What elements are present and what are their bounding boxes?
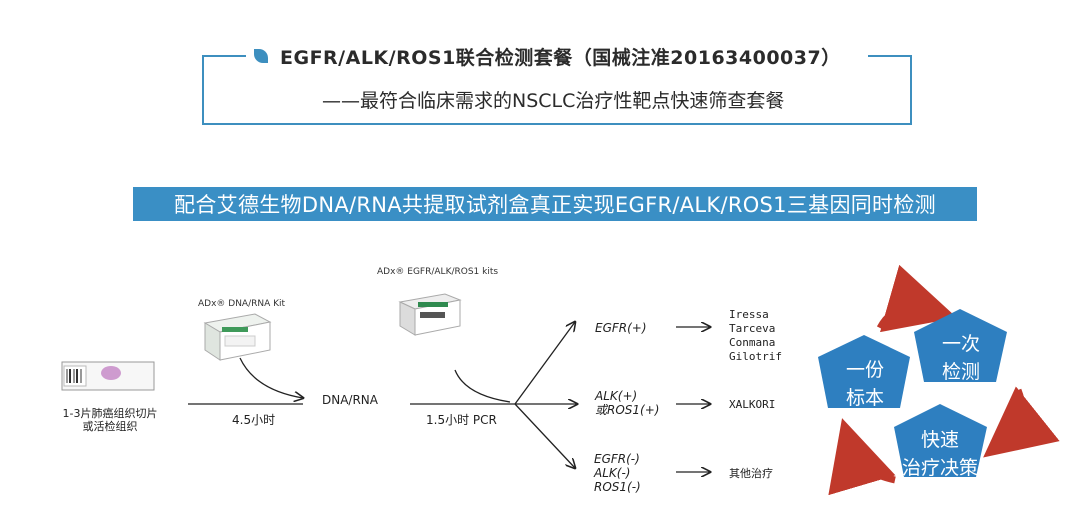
result-alk-neg: ALK(-) — [594, 466, 631, 480]
result-alk-pos: ALK(+) — [595, 389, 638, 403]
pentagon-sample-text: 一份 标本 — [830, 356, 900, 412]
tissue-slide-icon — [61, 361, 155, 391]
cycle-arrow-bottom — [828, 418, 896, 496]
result-ros1-pos: 或ROS1(+) — [595, 403, 660, 417]
egfr-alk-ros1-kit-icon — [398, 293, 462, 336]
title-frame-top-right — [868, 55, 910, 57]
pentagon-decision-line1: 快速 — [920, 429, 959, 451]
cycle-arrow-top — [876, 264, 957, 333]
pentagon-decision-line2: 治疗决策 — [901, 457, 978, 479]
cycle-arrow-right — [983, 386, 1060, 458]
drug-tarceva: Tarceva — [729, 322, 776, 335]
pentagon-detection-line1: 一次 — [941, 333, 980, 355]
title-frame — [202, 55, 912, 125]
dna-rna-kit-icon — [203, 313, 272, 361]
drug-gilotrif: Gilotrif — [729, 350, 782, 363]
result-negative: EGFR(-) ALK(-) ROS1(-) — [594, 452, 641, 494]
step2-time: 1.5小时 PCR — [426, 413, 497, 427]
arrow-pcr — [454, 369, 511, 403]
kit2-label: ADx® EGFR/ALK/ROS1 kits — [377, 267, 499, 277]
page-title: EGFR/ALK/ROS1联合检测套餐（国械注准20163400037） — [280, 46, 841, 69]
page-subtitle: ——最符合临床需求的NSCLC治疗性靶点快速筛查套餐 — [322, 90, 785, 112]
sample-label-line1: 1-3片肺癌组织切片 — [62, 407, 158, 420]
pentagon-detection — [914, 309, 1007, 382]
drug-conmana: Conmana — [729, 336, 776, 349]
leaf-icon — [254, 49, 268, 63]
result-egfr-pos: EGFR(+) — [595, 321, 647, 335]
workflow-diagram — [61, 264, 1060, 496]
pentagon-sample-line1: 一份 — [845, 359, 884, 381]
pentagon-detection-line2: 检测 — [941, 361, 980, 383]
step1-time: 4.5小时 — [232, 413, 276, 427]
arrow-extraction — [239, 357, 303, 398]
sample-label: 1-3片肺癌组织切片 或活检组织 — [60, 407, 160, 433]
branch-arrow-negative — [514, 403, 575, 468]
sample-label-line2: 或活检组织 — [82, 420, 138, 433]
title-frame-top-left — [202, 55, 246, 57]
drug-other: 其他治疗 — [729, 467, 773, 480]
page-title-row: EGFR/ALK/ROS1联合检测套餐（国械注准20163400037） — [248, 40, 868, 72]
kit1-label: ADx® DNA/RNA Kit — [198, 299, 286, 309]
drug-iressa: Iressa — [729, 308, 769, 321]
pentagon-sample-line2: 标本 — [845, 387, 884, 409]
intermediate-label: DNA/RNA — [322, 393, 378, 407]
pentagon-decision-text: 快速 治疗决策 — [890, 426, 990, 482]
drug-list-egfr: Iressa Tarceva Conmana Gilotrif — [729, 308, 782, 364]
result-ros1-neg: ROS1(-) — [594, 480, 641, 494]
branch-arrow-egfr — [514, 322, 575, 405]
pentagon-sample — [818, 335, 910, 408]
drug-xalkori: XALKORI — [729, 398, 776, 411]
result-alk-ros1-pos: ALK(+) 或ROS1(+) — [595, 389, 659, 417]
pentagon-detection-text: 一次 检测 — [926, 330, 996, 386]
result-egfr-neg: EGFR(-) — [594, 452, 640, 466]
banner: 配合艾德生物DNA/RNA共提取试剂盒真正实现EGFR/ALK/ROS1三基因同… — [133, 187, 977, 221]
pentagon-decision — [894, 404, 987, 477]
